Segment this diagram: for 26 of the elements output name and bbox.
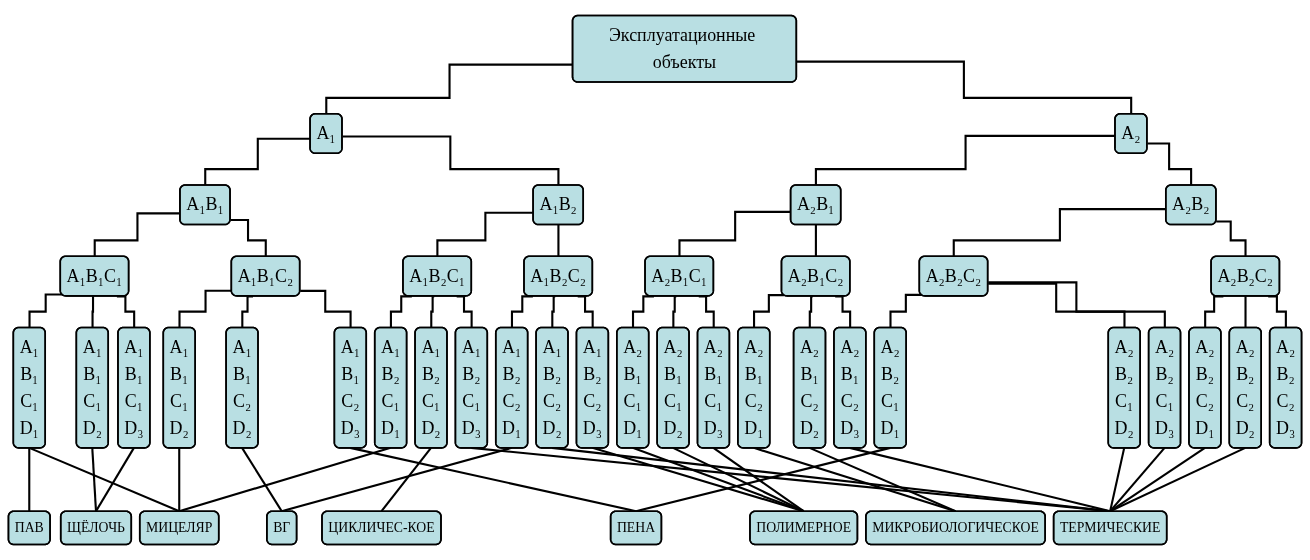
connector bbox=[1109, 447, 1206, 513]
connector bbox=[28, 447, 31, 512]
connector bbox=[1109, 446, 1246, 513]
connector bbox=[1109, 447, 1126, 512]
connector bbox=[28, 446, 180, 513]
connector bbox=[1109, 447, 1166, 512]
connector bbox=[557, 224, 560, 258]
connector bbox=[635, 446, 891, 513]
connector bbox=[712, 447, 805, 513]
connector bbox=[281, 446, 512, 513]
connector bbox=[672, 446, 805, 513]
connector bbox=[230, 219, 268, 258]
connector bbox=[241, 447, 283, 512]
connector bbox=[380, 447, 432, 512]
connector bbox=[814, 224, 818, 258]
connector bbox=[753, 446, 956, 513]
connector bbox=[178, 446, 391, 513]
connector bbox=[809, 446, 956, 513]
connector bbox=[632, 446, 805, 513]
connector bbox=[592, 446, 804, 513]
connector bbox=[1216, 220, 1247, 258]
connector bbox=[436, 211, 534, 258]
connector bbox=[95, 447, 135, 512]
connector bbox=[849, 446, 1111, 513]
connector bbox=[178, 447, 181, 512]
connector bbox=[91, 447, 98, 512]
